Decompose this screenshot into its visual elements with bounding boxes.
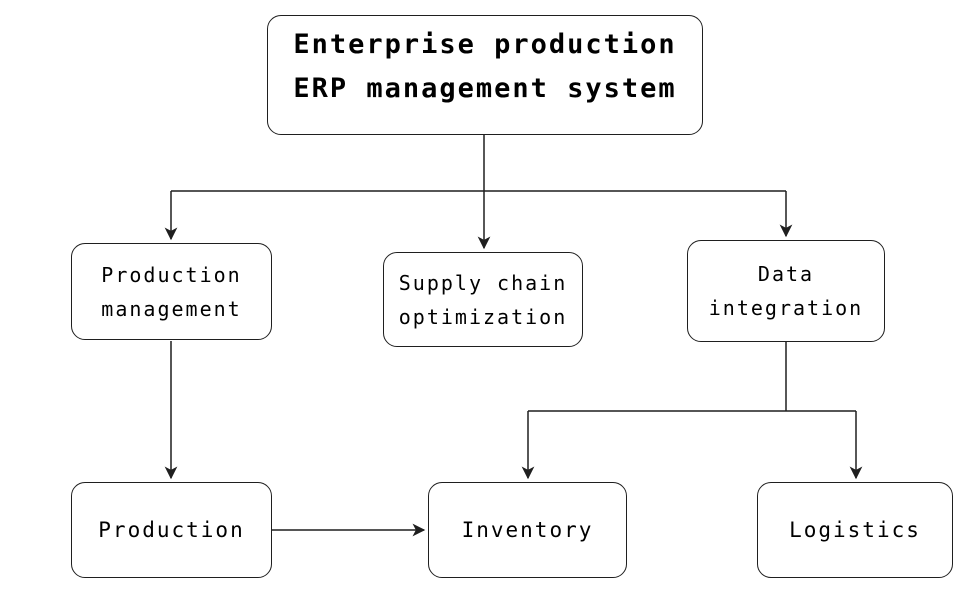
node-production: Production xyxy=(71,482,272,578)
node-supply-chain-optimization-label: Supply chain optimization xyxy=(398,270,568,329)
node-supply-chain-optimization: Supply chain optimization xyxy=(383,252,583,347)
node-production-management: Production management xyxy=(71,243,272,340)
node-enterprise-erp-system-label: Enterprise production ERP management sys… xyxy=(293,29,677,104)
node-production-management-label: Production management xyxy=(101,262,242,321)
node-enterprise-erp-system: Enterprise production ERP management sys… xyxy=(267,15,703,135)
node-logistics: Logistics xyxy=(757,482,953,578)
node-logistics-label: Logistics xyxy=(789,518,921,542)
node-data-integration: Data integration xyxy=(687,240,885,342)
node-production-label: Production xyxy=(98,518,245,542)
node-data-integration-label: Data integration xyxy=(708,262,864,320)
node-inventory: Inventory xyxy=(428,482,627,578)
node-inventory-label: Inventory xyxy=(461,518,594,542)
